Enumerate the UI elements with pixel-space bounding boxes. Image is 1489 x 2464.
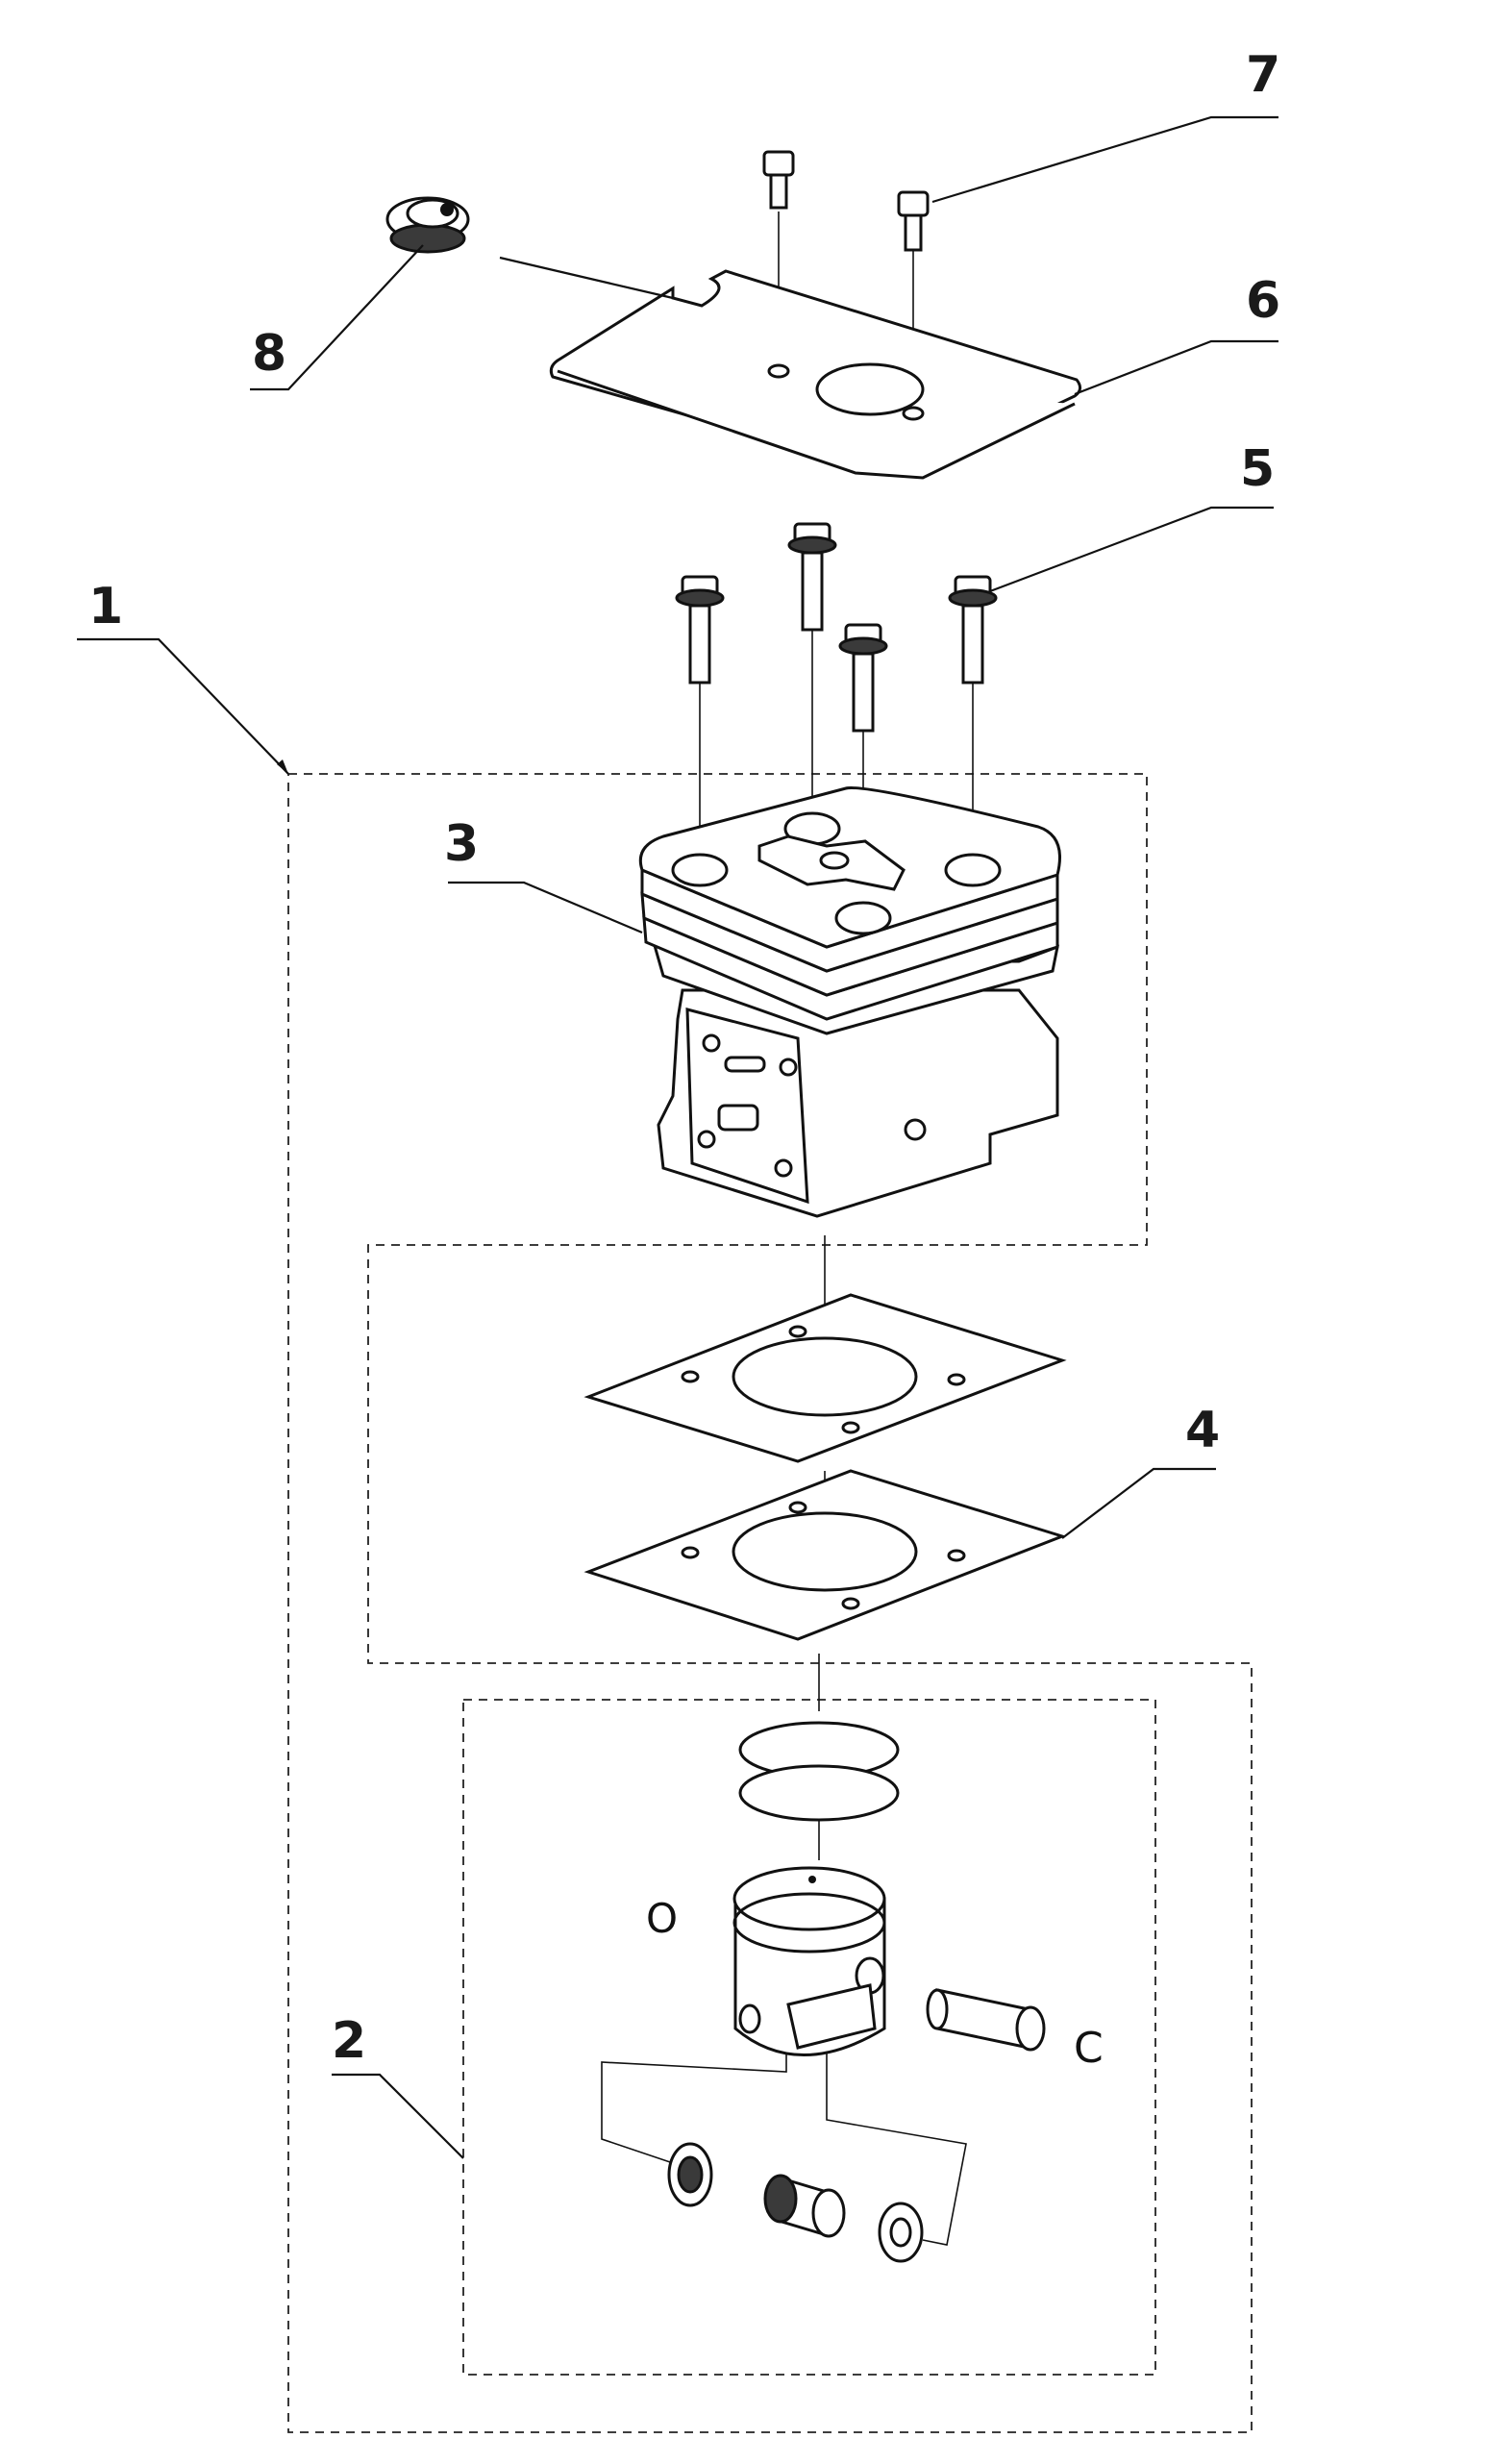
part-4-base-gaskets [583,1293,1067,1641]
part-7-screws [762,150,930,252]
assembly-group-boxes [287,773,1253,2433]
callout-4: 4 [1185,1402,1220,1459]
gasket-upper [583,1293,1067,1463]
part-2-piston-kit: O C [646,1721,1104,2263]
svg-text:O: O [646,1895,678,1942]
callout-3: 3 [444,815,479,873]
screw-7b [897,190,930,252]
callout-6: 6 [1246,272,1280,330]
callout-1: 1 [88,578,123,635]
bearing-washer-left [667,2142,713,2207]
bearing-washer-right [878,2202,924,2263]
screw-7a [762,150,795,210]
needle-bearing [763,2174,846,2238]
piston-pin [926,1988,1046,2052]
svg-text:C: C [1074,2024,1104,2073]
gasket-lower [583,1469,1067,1641]
part-5-cylinder-bolts [675,522,998,733]
part-6-gasket-plate [549,269,1081,480]
piston-rings [738,1721,900,1822]
group-1-box [287,773,1253,2433]
part-8-decompression-valve [385,196,470,254]
group-2-box [462,1699,1156,2376]
callout-numbers: 1 2 3 4 5 6 7 8 [88,46,1280,2070]
callout-7: 7 [1246,46,1280,104]
callout-8: 8 [252,325,286,383]
piston [732,1866,886,2056]
callout-leaders [77,115,1278,2159]
part-3-cylinder [638,786,1061,1218]
callout-2: 2 [332,2012,366,2070]
callout-5: 5 [1240,440,1275,498]
